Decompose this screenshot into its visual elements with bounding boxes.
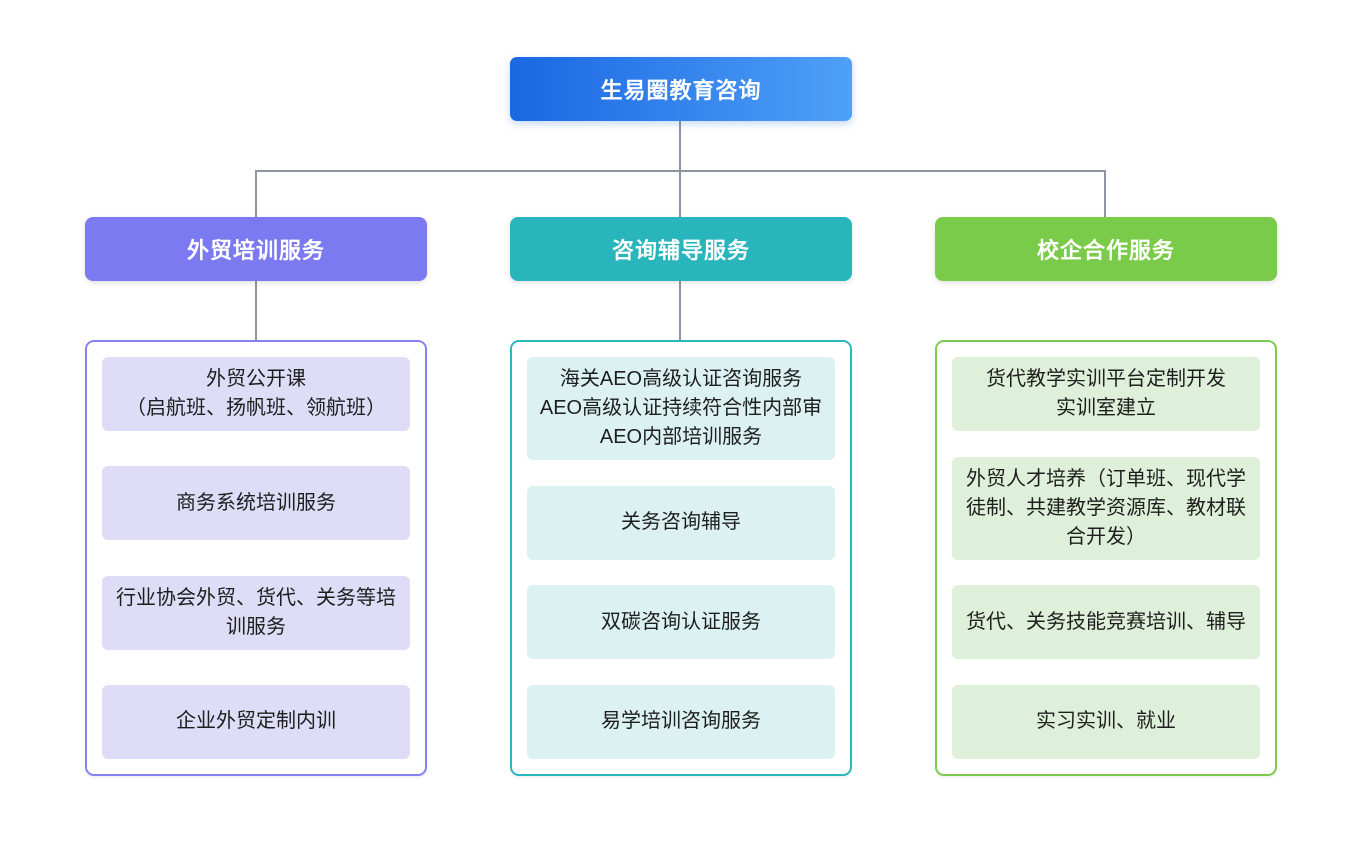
service-item: 外贸公开课 （启航班、扬帆班、领航班）: [102, 357, 410, 431]
connector-header-body-branch-2: [679, 281, 681, 340]
service-item: 货代教学实训平台定制开发 实训室建立: [952, 357, 1260, 431]
connector-drop-branch-3: [1104, 170, 1106, 217]
service-item: 企业外贸定制内训: [102, 684, 410, 759]
connector-drop-branch-1: [255, 170, 257, 217]
connector-horizontal: [256, 170, 1105, 172]
root-node: 生易圈教育咨询: [510, 57, 852, 121]
service-item: 商务系统培训服务: [102, 466, 410, 541]
root-node-label: 生易圈教育咨询: [600, 78, 762, 103]
service-item: 实习实训、就业: [952, 684, 1260, 759]
service-item: 双碳咨询认证服务: [527, 585, 835, 660]
service-item: 关务咨询辅导: [527, 485, 835, 560]
branch-header-label: 校企合作服务: [1036, 238, 1175, 263]
connector-header-body-branch-1: [255, 281, 257, 340]
service-item: 外贸人才培养（订单班、现代学徒制、共建教学资源库、教材联合开发）: [952, 456, 1260, 560]
branch-header-consulting-coaching: 咨询辅导服务: [510, 217, 852, 281]
branch-header-label: 外贸培训服务: [186, 238, 325, 263]
service-item: 易学培训咨询服务: [527, 684, 835, 759]
service-item: 货代、关务技能竞赛培训、辅导: [952, 585, 1260, 660]
branch-header-school-enterprise-cooperation: 校企合作服务: [935, 217, 1277, 281]
branch-body-school-enterprise-cooperation: 货代教学实训平台定制开发 实训室建立 外贸人才培养（订单班、现代学徒制、共建教学…: [935, 340, 1277, 776]
connector-drop-branch-2: [679, 170, 681, 217]
branch-body-consulting-coaching: 海关AEO高级认证咨询服务 AEO高级认证持续符合性内部审 AEO内部培训服务 …: [510, 340, 852, 776]
service-item: 海关AEO高级认证咨询服务 AEO高级认证持续符合性内部审 AEO内部培训服务: [527, 357, 835, 460]
branch-body-foreign-trade-training: 外贸公开课 （启航班、扬帆班、领航班） 商务系统培训服务 行业协会外贸、货代、关…: [85, 340, 427, 776]
branch-header-label: 咨询辅导服务: [611, 238, 750, 263]
service-item: 行业协会外贸、货代、关务等培训服务: [102, 575, 410, 650]
connector-root-vertical: [679, 121, 681, 170]
branch-header-foreign-trade-training: 外贸培训服务: [85, 217, 427, 281]
